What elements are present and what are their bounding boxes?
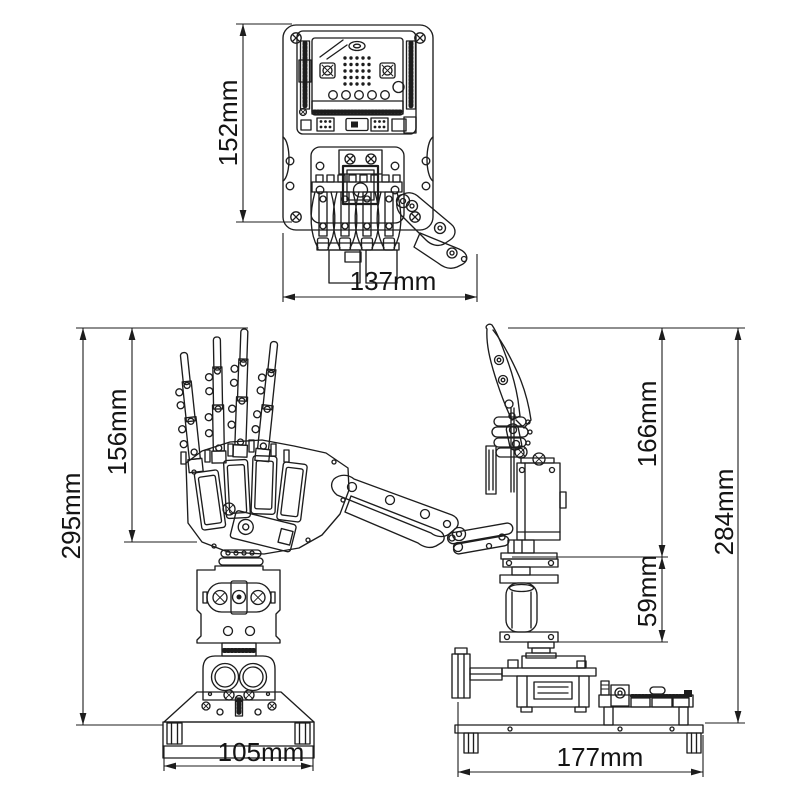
dim-side-upper-height: 166mm: [508, 327, 745, 558]
edge-connector-holes: [328, 90, 390, 100]
microbit-logo-oval: [348, 40, 366, 52]
dim-back-width: 137mm: [282, 233, 478, 302]
wrist-bracket: [285, 146, 431, 224]
carrier-header-strips: [298, 40, 417, 110]
dim-side-servo-height: 59mm: [548, 555, 668, 643]
panel-notch-right: [426, 136, 434, 182]
panel-screws: [290, 32, 426, 223]
side-bellows: [491, 416, 533, 458]
forearm-neck: [221, 642, 257, 657]
side-view-drawing: [446, 323, 704, 754]
side-finger-chain: [485, 323, 532, 451]
finger-middle: [227, 328, 249, 458]
front-base-plate: [162, 721, 315, 759]
button-a: [319, 62, 336, 79]
finger-link: [310, 191, 336, 251]
base-screws: [201, 697, 277, 717]
panel-notch-left: [282, 136, 290, 182]
dim-label-front-base-width: 105mm: [218, 737, 305, 767]
side-hand-servo: [516, 457, 567, 541]
dim-front-total-height: 295mm: [56, 327, 248, 726]
pan-servo: [501, 655, 597, 713]
palm-servo: [229, 510, 297, 553]
finger-ring: [204, 336, 227, 464]
power-switch: [345, 117, 369, 132]
finger-mechanism: [310, 174, 403, 251]
dim-label-side-total-height: 284mm: [709, 469, 739, 556]
thumb-linkage: [395, 192, 468, 269]
finger-link: [332, 191, 358, 251]
dim-back-height: 152mm: [213, 23, 292, 223]
side-base-plate: [454, 724, 704, 754]
dim-front-base-width: 105mm: [163, 737, 314, 771]
dim-label-side-servo-height: 59mm: [632, 555, 662, 627]
wrist-screw: [222, 502, 236, 516]
dim-label-back-width: 137mm: [350, 266, 437, 296]
edge-connector-strip: [311, 100, 404, 115]
forearm-block: [196, 565, 281, 644]
side-tendon-rod: [485, 407, 515, 495]
led-matrix: [343, 56, 371, 86]
side-thumb-lever: [446, 522, 514, 555]
knuckle-servo: [341, 164, 380, 206]
dim-label-front-total-height: 295mm: [56, 473, 86, 560]
microbit-board: [311, 37, 405, 116]
back-view-drawing: [282, 24, 468, 284]
dim-front-hand-height: 156mm: [102, 328, 197, 543]
dim-label-side-base-depth: 177mm: [557, 742, 644, 772]
dim-side-base-depth: 177mm: [457, 702, 704, 777]
carrier-bottom-components: [298, 107, 417, 134]
servo-horn: [525, 641, 557, 659]
side-wrist-flange: [500, 539, 559, 568]
microbit-reset-hole: [392, 80, 405, 94]
button-b: [379, 62, 396, 79]
finger-pinky: [175, 351, 204, 474]
front-view-drawing: [162, 328, 459, 759]
finger-link: [354, 191, 380, 251]
tilt-bracket: [499, 566, 559, 643]
back-panel: [282, 24, 434, 231]
antenna-lines: [319, 39, 348, 60]
dim-label-back-height: 152mm: [213, 80, 243, 167]
dim-label-side-upper-height: 166mm: [632, 381, 662, 468]
dim-side-total-height: 284mm: [705, 328, 745, 724]
back-bottom-plates: [316, 242, 400, 284]
palm-servo-slots: [193, 455, 308, 531]
wrist-bellows: [218, 549, 264, 566]
pan-bracket: [202, 655, 276, 704]
thumb-assembly: [330, 474, 459, 549]
side-left-bracket: [451, 647, 503, 699]
dim-label-front-hand-height: 156mm: [102, 389, 132, 476]
knuckle-screws: [514, 445, 546, 466]
controller-pcb: [598, 680, 694, 726]
